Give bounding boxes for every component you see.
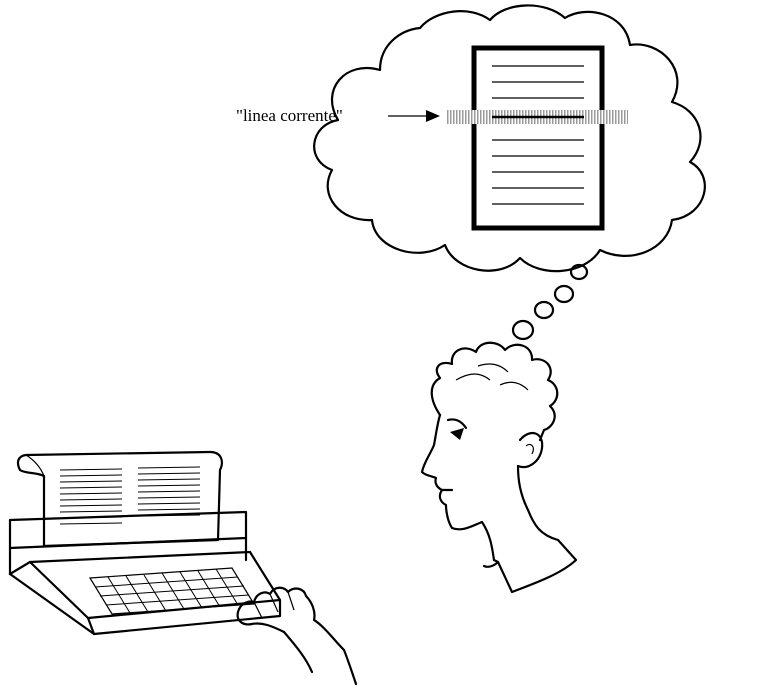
thought-bubble-4 (513, 321, 533, 339)
document-page (474, 48, 602, 228)
arrow-right-icon (426, 110, 440, 122)
current-line-label: "linea corrente" (236, 106, 343, 125)
thought-bubble-3 (535, 302, 553, 318)
thought-bubble-2 (555, 286, 573, 302)
typewriter-keyboard (90, 568, 254, 614)
person-head (422, 343, 576, 592)
current-line-annotation: "linea corrente" (236, 106, 440, 125)
thought-bubbles (513, 265, 587, 339)
current-line-highlight (446, 110, 628, 124)
eye-icon (450, 428, 464, 440)
